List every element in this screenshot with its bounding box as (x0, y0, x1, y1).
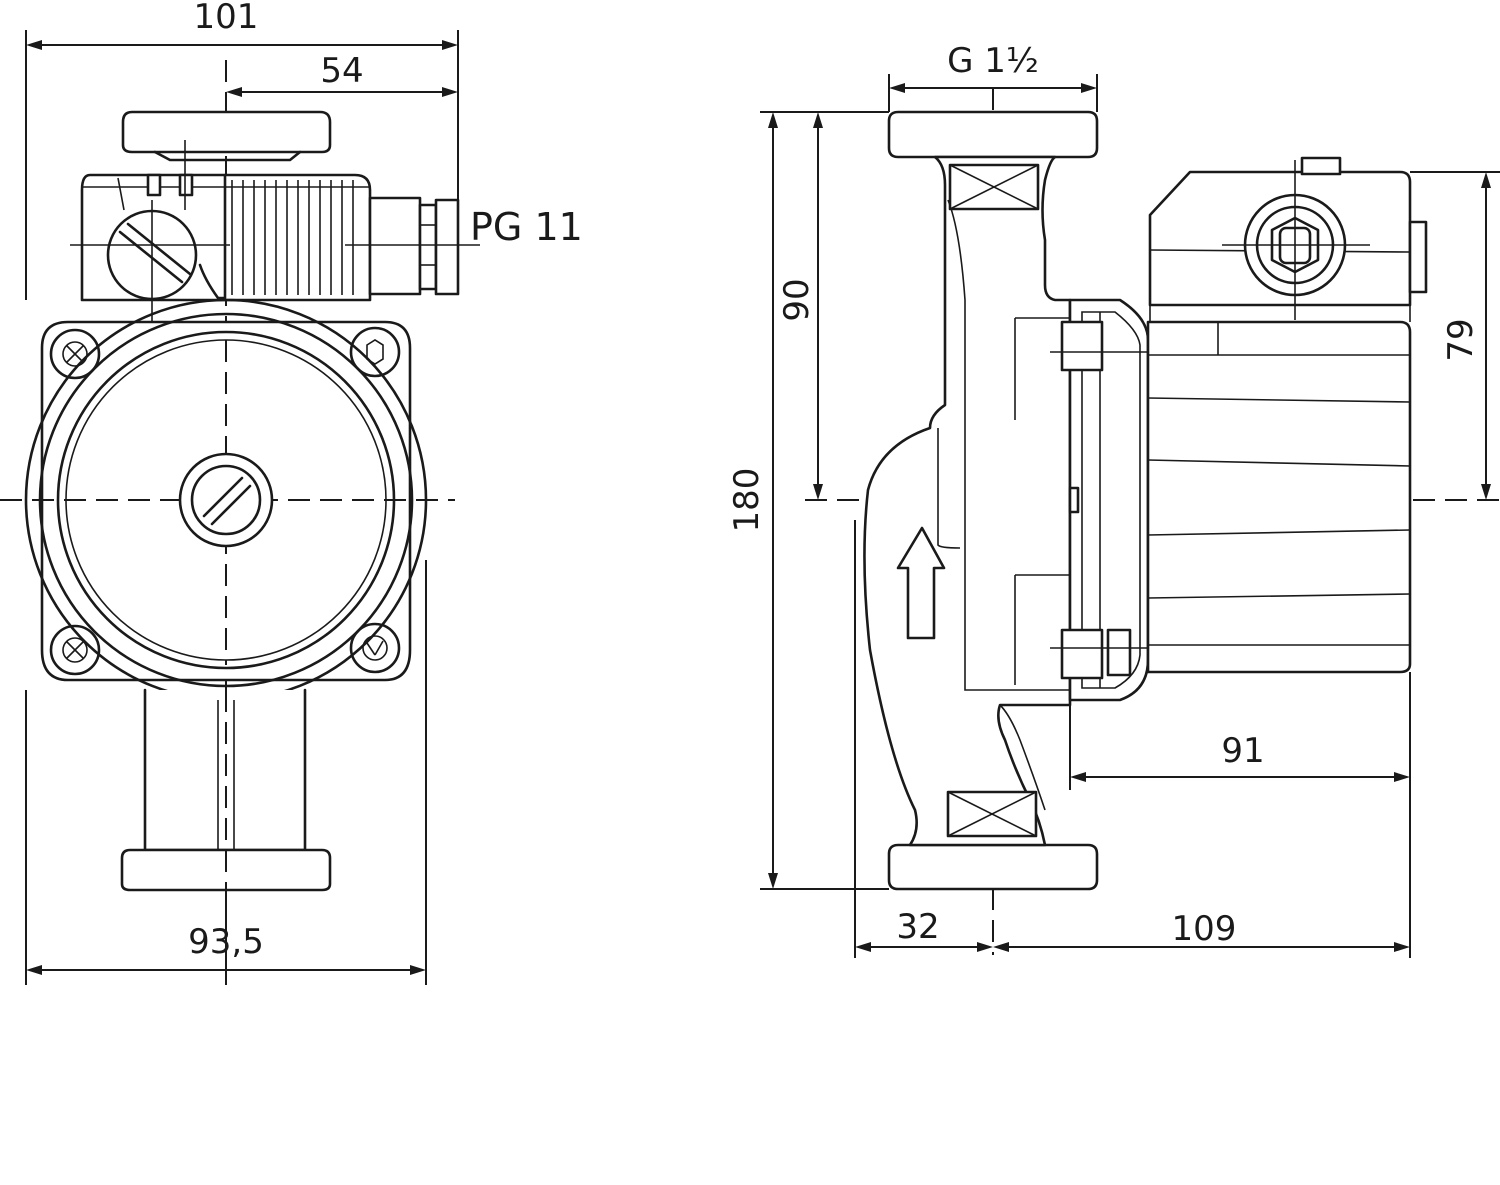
motor-flange-inner (1081, 311, 1141, 689)
handle-neck (153, 150, 302, 162)
box-tab-2 (178, 173, 194, 197)
dimension-79 (1410, 171, 1500, 500)
dim-101-label: 101 (194, 0, 259, 37)
motor-band-2 (1147, 397, 1411, 403)
dimension-101 (25, 30, 459, 300)
bottom-wrench-flat (946, 790, 1038, 838)
flange-bolts (49, 326, 401, 676)
motor-body (1146, 320, 1412, 674)
lower-bolt-boss (1060, 628, 1104, 680)
dimension-180 (760, 111, 889, 890)
thread-label: G 1½ (947, 41, 1039, 81)
top-handle (121, 110, 332, 154)
upper-bolt-boss (1060, 320, 1104, 372)
venting-screw (178, 452, 274, 548)
dimension-91 (1069, 672, 1411, 958)
motor-band-3 (1147, 459, 1411, 467)
motor-band-4 (1147, 529, 1411, 536)
side-view: G 1½ 180 90 79 91 32 109 (727, 41, 1500, 958)
dim-54-label: 54 (320, 51, 363, 91)
speed-selector-knob (70, 200, 230, 325)
dim-109-label: 109 (1172, 909, 1237, 949)
dim-91-label: 91 (1221, 731, 1264, 771)
pump-housing (863, 155, 1072, 847)
motor-band-5 (1147, 593, 1411, 599)
dim-180-label: 180 (727, 468, 767, 533)
flow-direction-arrow (896, 526, 946, 640)
dim-32-label: 32 (896, 907, 939, 947)
cable-gland (345, 196, 480, 296)
top-flange (887, 110, 1099, 159)
cable-gland-face (1222, 160, 1370, 320)
terminal-box-top-screw (1300, 156, 1342, 176)
dimension-93-5 (25, 560, 427, 985)
dimension-90 (813, 112, 823, 500)
lower-bolt-head (1106, 628, 1132, 677)
housing-outlet-contour (999, 704, 1046, 811)
drain-stub (1068, 486, 1080, 514)
cable-gland-label: PG 11 (470, 205, 583, 249)
housing-inlet-contour (937, 428, 961, 549)
terminal-box-side-tab (1408, 220, 1428, 294)
dimension-thread (888, 74, 1098, 112)
box-tab-1 (146, 173, 162, 197)
dimension-109 (993, 942, 1410, 952)
dimension-54 (226, 87, 458, 97)
terminal-box-split (198, 173, 227, 300)
front-view: 101 54 PG 11 93,5 (0, 0, 583, 985)
dim-79-label: 79 (1441, 318, 1481, 361)
terminal-box-ribs (231, 180, 354, 295)
bottom-flange-side (887, 843, 1099, 891)
box-tab-3 (117, 177, 125, 211)
top-wrench-flat (948, 163, 1040, 211)
dim-93-5-label: 93,5 (188, 922, 264, 962)
dim-90-label: 90 (777, 278, 817, 321)
dimension-32 (854, 520, 993, 958)
